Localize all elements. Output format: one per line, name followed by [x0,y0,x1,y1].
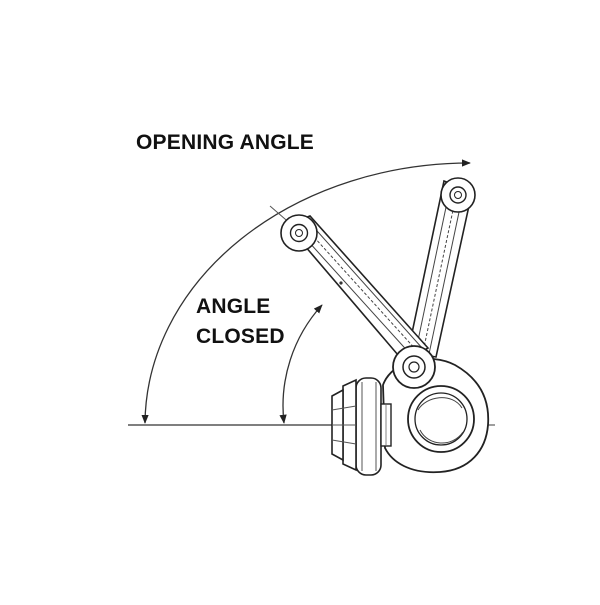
closed-angle-arc [279,304,323,424]
opening-angle-label: OPENING ANGLE [136,131,315,154]
angle-closed-label-line2: CLOSED [196,325,285,348]
hinge-body [382,345,490,474]
nut-and-washer [331,377,392,476]
angle-closed-label-line1: ANGLE [196,295,271,318]
closed-arm [280,214,430,364]
opening-angle-arc [141,159,471,424]
open-arm [407,177,476,358]
